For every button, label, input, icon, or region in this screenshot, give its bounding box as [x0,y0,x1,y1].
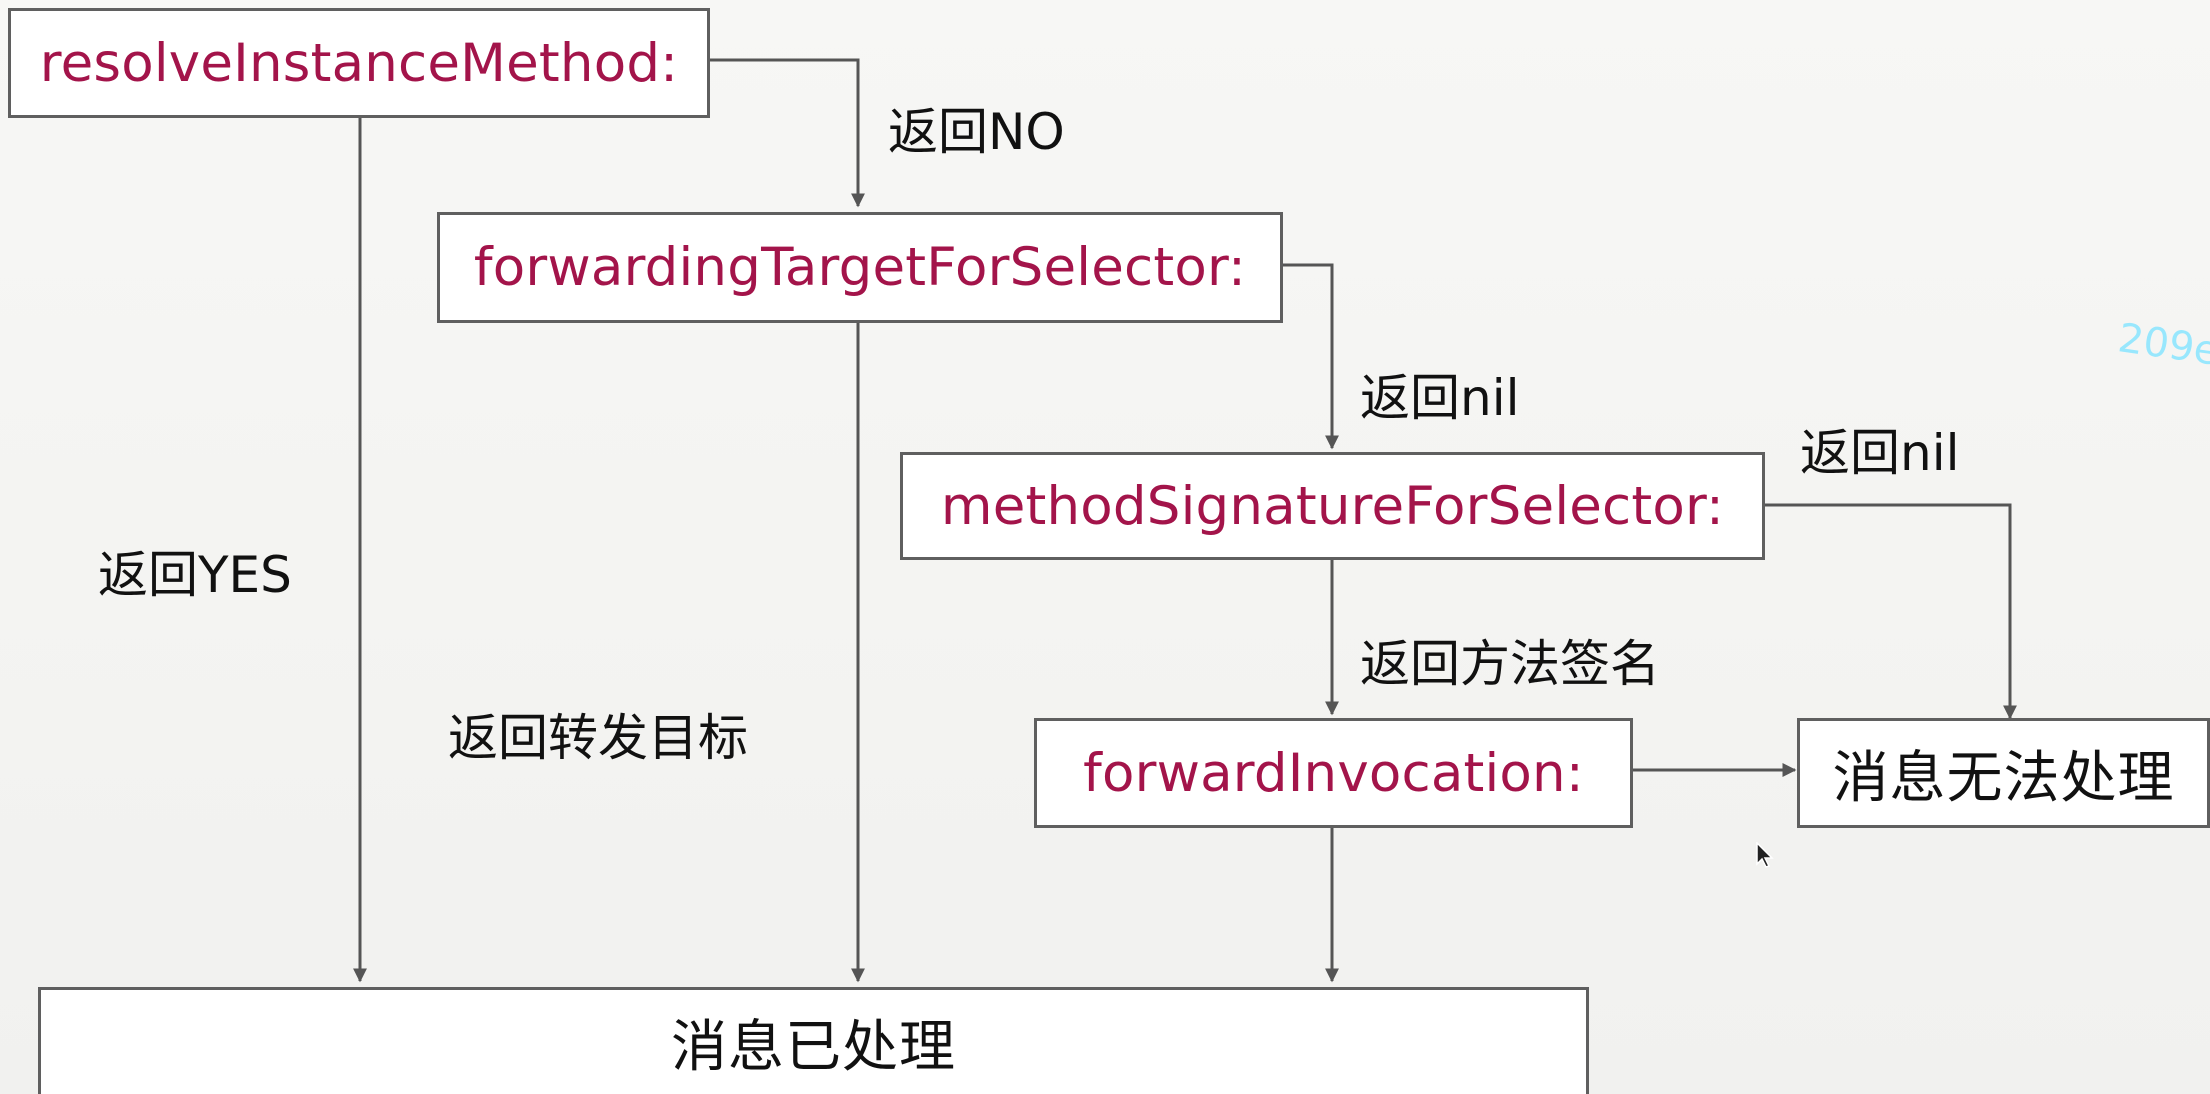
label-resolve-returns-yes: 返回YES [98,546,292,604]
forwarding-target-for-selector-node: forwardingTargetForSelector: [437,212,1283,323]
resolve-instance-method-node: resolveInstanceMethod: [8,8,710,118]
label-signature-returns-method-signature: 返回方法签名 [1360,635,1660,693]
message-handled-node: 消息已处理 [38,987,1589,1094]
edge-method-signature-to-unhandled [1765,503,2017,720]
edge-resolve-to-forwarding-target [710,58,865,208]
mouse-pointer-icon [1756,842,1774,868]
method-signature-for-selector-node: methodSignatureForSelector: [900,452,1765,560]
label-target-returns-nil: 返回nil [1360,369,1520,427]
label-target-returns-forward-target: 返回转发目标 [448,709,748,767]
message-unhandled-node: 消息无法处理 [1797,718,2210,828]
edge-forwarding-target-to-method-signature [1283,263,1339,450]
label-signature-returns-nil: 返回nil [1800,424,1960,482]
forward-invocation-node: forwardInvocation: [1034,718,1633,828]
label-resolve-returns-no: 返回NO [888,103,1065,161]
